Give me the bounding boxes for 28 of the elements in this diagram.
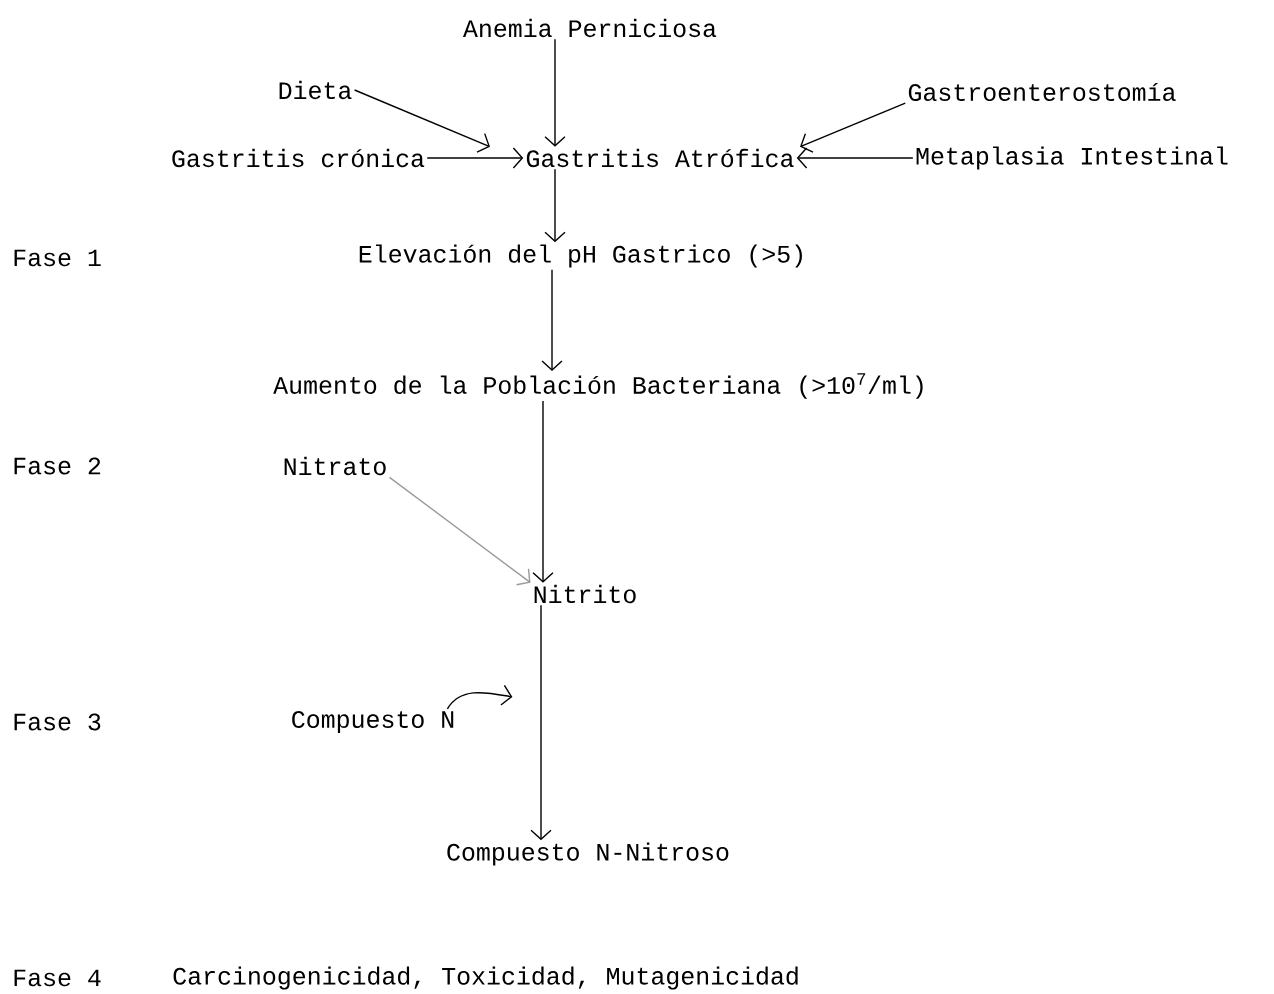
- arrow: [796, 147, 914, 169]
- arrow: [544, 38, 566, 147]
- arrow: [541, 269, 563, 371]
- text-label: Fase 4: [14, 969, 101, 987]
- arrow: [544, 168, 566, 243]
- arrow: [388, 476, 531, 586]
- node-text: Gastritis Atrófica: [526, 148, 794, 168]
- arrow: [353, 89, 490, 153]
- arrow: [532, 400, 554, 583]
- text-label: Fase 2: [14, 457, 101, 475]
- node-text: Aumento de la Población Bacteriana (>10$^{7}$/ml): [273, 373, 923, 399]
- node-text: Nitrato: [284, 456, 386, 476]
- arrow: [446, 684, 513, 710]
- node-text: Gastroenterostomía: [908, 83, 1176, 101]
- node-text: Gastritis crónica: [172, 148, 425, 168]
- node-text: Elevación del pH Gastrico (>5): [359, 244, 802, 268]
- node-text: Anemia Perniciosa: [462, 18, 717, 38]
- node-text: Compuesto N: [292, 711, 454, 733]
- text-label: Fase 1: [14, 249, 101, 267]
- node-text: Dieta: [279, 80, 352, 100]
- node-text: Compuesto N-Nitroso: [447, 842, 729, 866]
- text-label: Fase 3: [14, 713, 101, 731]
- arrow: [426, 147, 524, 169]
- arrow: [800, 102, 906, 153]
- node-text: Metaplasia Intestinal: [916, 146, 1228, 170]
- node-text: Nitrito: [534, 584, 636, 604]
- text-label: Carcinogenicidad, Toxicidad, Mutagenicidad: [173, 966, 798, 990]
- arrow: [530, 604, 552, 841]
